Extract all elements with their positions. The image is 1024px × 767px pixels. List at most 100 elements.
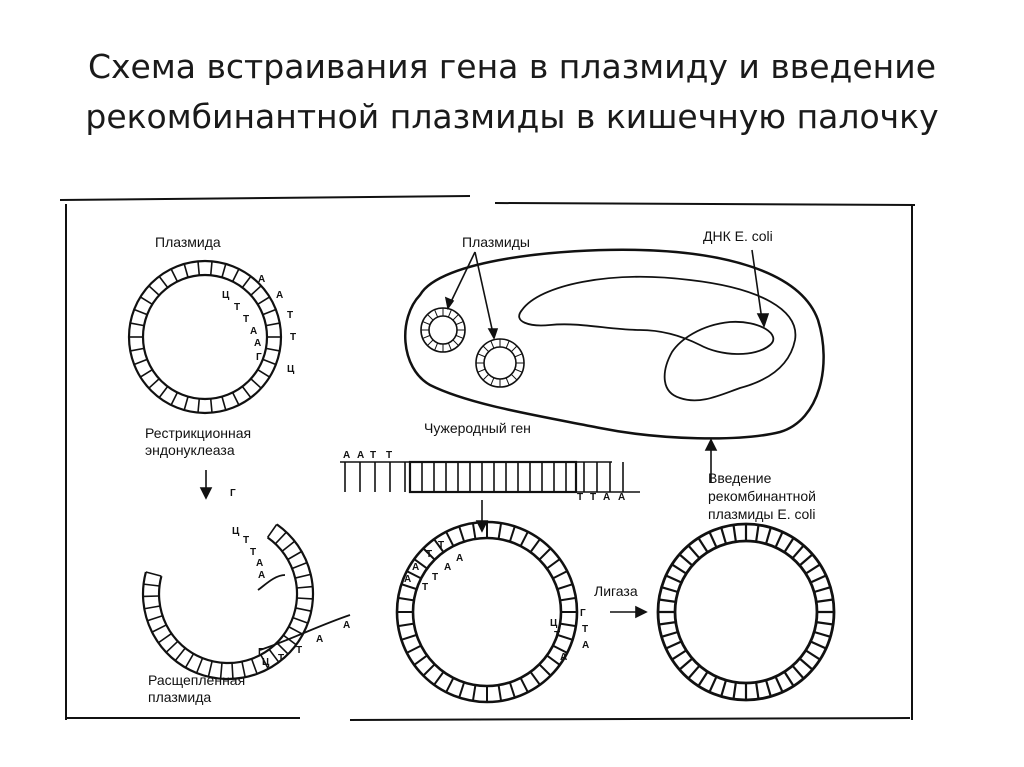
recombinant-ring-segment	[538, 547, 552, 561]
final-ring-segment	[732, 524, 737, 542]
recombinant-ring-segment	[445, 531, 455, 547]
cleaved-ring-segment	[184, 653, 195, 669]
small-plasmid-1-inner	[428, 315, 458, 345]
small-plasmid-2-inner	[483, 346, 517, 380]
final-ring-segment	[816, 598, 834, 603]
plasmid-ring-segment	[265, 322, 280, 327]
foreign-gene-ladder	[340, 460, 640, 494]
small-plasmid-2-segment	[482, 373, 490, 381]
small-plasmid-2	[475, 338, 525, 388]
small-plasmid-2-segment	[514, 353, 523, 358]
plasmid-inner-base: Г	[256, 352, 262, 363]
recombinant-left-base: Т	[432, 572, 438, 583]
plasmid-ring-segment	[250, 285, 262, 296]
final-ring-segment	[671, 563, 687, 575]
recombinant-ring-segment	[508, 682, 516, 698]
plasmid-outer-base: Т	[290, 332, 296, 343]
final-ring-segment	[798, 657, 814, 671]
cleaved-ring-segment	[144, 605, 161, 610]
final-ring-segment	[810, 574, 827, 584]
plasmid-inner-base: Т	[243, 314, 249, 325]
cleaved-ring-segment	[174, 647, 186, 662]
cleaved-ring-segment	[294, 573, 311, 579]
foreign-gene-label: Чужеродный ген	[424, 420, 531, 436]
plasmid-ring-segment	[197, 398, 201, 413]
plasmid-outer-base: А	[276, 290, 283, 301]
introduction-label-line-2: рекомбинантной	[708, 488, 816, 504]
plasmid-ring	[127, 259, 283, 415]
cleaved-ring-segment	[157, 632, 172, 644]
recombinant-ring-segment	[401, 633, 417, 641]
final-ring-outer	[656, 522, 836, 702]
recombinant-ring-segment	[413, 654, 428, 666]
cleaved-ring-segment	[295, 607, 312, 612]
small-plasmid-2-segment	[505, 340, 510, 349]
plasmid-ring-segment	[250, 378, 262, 389]
plasmid-ring-segment	[241, 385, 252, 399]
recombinant-ring-segment	[458, 682, 466, 698]
recombinant-ring-segment	[557, 633, 573, 641]
gene-left-base: А	[357, 450, 364, 461]
plasmid-inner-base: А	[254, 338, 261, 349]
plasmid-ring-segment	[231, 392, 240, 406]
small-plasmid-1-segment	[452, 314, 459, 321]
gene-right-base: Т	[577, 492, 583, 503]
final-ring-segment	[658, 621, 676, 626]
cleaved-top-tail	[257, 574, 286, 591]
small-plasmid-2-segment	[477, 368, 486, 373]
recombinant-right-base: Ц	[550, 618, 558, 629]
recombinant-ring-segment	[557, 583, 573, 591]
recombinant-ring-segment	[538, 663, 552, 677]
recombinant-right-base: А	[582, 640, 589, 651]
gene-right-base: А	[603, 492, 610, 503]
cleaved-ring-segment	[288, 626, 304, 636]
plasmid-outer-base: А	[258, 274, 265, 285]
plasmid-ring-segment	[231, 268, 240, 282]
small-plasmid-2-segment	[477, 353, 486, 358]
recombinant-ring-segment	[445, 677, 455, 693]
plasmid-label: Плазмида	[155, 234, 221, 250]
cleaved-ring-segment	[151, 624, 167, 633]
ecoli-dna	[518, 275, 797, 402]
small-plasmid-1-segment	[434, 309, 439, 318]
recombinant-left-base: А	[456, 553, 463, 564]
cleaved-ring-segment	[165, 640, 179, 653]
gene-right-base: А	[618, 492, 625, 503]
cleaved-top-base: А	[256, 558, 263, 569]
cleaved-ring-segment	[282, 634, 297, 646]
small-plasmid-1-segment	[447, 309, 452, 318]
final-ring-segment	[687, 664, 701, 680]
plasmid-ring-segment	[183, 396, 189, 411]
recombinant-ring-segment	[546, 654, 561, 666]
final-ring-segment	[661, 630, 679, 638]
plasmid-ring-segment	[170, 268, 179, 282]
recombinant-ring-inner	[411, 536, 563, 688]
ligase-label: Лигаза	[594, 583, 638, 599]
final-ring-segment	[813, 630, 831, 638]
small-plasmid-1-segment	[455, 321, 464, 326]
final-ring-segment	[774, 531, 784, 548]
small-plasmid-1-segment	[452, 339, 459, 346]
plasmid-outer-base: Т	[287, 310, 293, 321]
final-ring-inner	[673, 539, 819, 685]
final-ring-segment	[720, 679, 728, 697]
final-ring-segment	[687, 544, 701, 560]
small-plasmid-2-segment	[514, 368, 523, 373]
plasmid-ring-segment	[139, 368, 153, 378]
recombinant-ring-segment	[422, 663, 436, 677]
recombinant-ring-segment	[559, 622, 577, 628]
final-ring-segment	[665, 640, 682, 650]
plasmid-ring-segment	[221, 396, 227, 411]
recombinant-ring-segment	[406, 644, 422, 654]
ecoli-dna-label: ДНК E. coli	[703, 228, 773, 244]
final-ring-segment	[661, 586, 679, 594]
cleaved-ring-segment	[241, 661, 246, 678]
recombinant-left-base: А	[412, 562, 419, 573]
gene-right-base: Т	[590, 492, 596, 503]
final-ring-segment	[805, 649, 821, 661]
plasmid-inner-base: Т	[234, 302, 240, 313]
final-ring-segment	[697, 671, 709, 687]
gene-left-base: А	[343, 450, 350, 461]
